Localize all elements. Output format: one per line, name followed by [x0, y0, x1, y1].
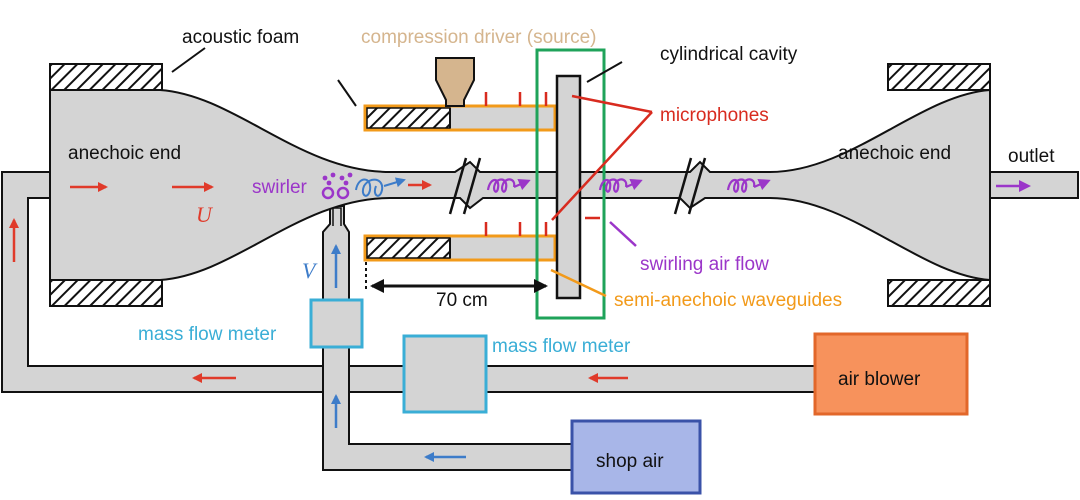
cavity-highlight-box [535, 48, 606, 320]
acoustic-foam-top-right [887, 63, 991, 91]
label-compression-driver: compression driver (source) [361, 27, 596, 48]
label-outlet: outlet [1008, 146, 1055, 167]
acoustic-foam-top-left [49, 63, 163, 91]
leader-lines-black [171, 47, 623, 107]
leader-lines-mic [551, 94, 653, 221]
flow-arrows-red [9, 180, 628, 383]
acoustic-foam-bottom-right [887, 279, 991, 307]
label-mass-flow-meter-right: mass flow meter [492, 336, 631, 357]
acoustic-foam-bottom-left [49, 279, 163, 307]
label-cylindrical-cavity: cylindrical cavity [660, 44, 798, 65]
label-u: U [196, 202, 214, 227]
waveguide-bottom [363, 234, 557, 262]
microphone-ticks [484, 92, 600, 236]
waveguide-top [363, 104, 557, 132]
label-swirling-air-flow: swirling air flow [640, 254, 769, 275]
mass-flow-meter-left-box [309, 298, 364, 349]
flow-arrows-blue [331, 244, 466, 462]
label-mass-flow-meter-left: mass flow meter [138, 324, 277, 345]
label-acoustic-foam: acoustic foam [182, 27, 299, 48]
label-semi-anechoic-waveguides: semi-anechoic waveguides [614, 290, 842, 311]
swirl-helices [486, 178, 771, 193]
label-swirler: swirler [252, 177, 308, 198]
label-distance: 70 cm [436, 290, 488, 311]
label-microphones: microphones [660, 105, 769, 126]
shop-air-box [570, 419, 702, 495]
injector-fork [332, 207, 342, 226]
mass-flow-meter-right-box [402, 334, 488, 414]
label-v: V [302, 258, 318, 283]
label-air-blower: air blower [838, 369, 921, 390]
duct-break-right [673, 157, 707, 215]
swirler-element [321, 172, 406, 200]
label-anechoic-end-left: anechoic end [68, 143, 181, 164]
label-shop-air: shop air [596, 451, 664, 472]
label-anechoic-end-right: anechoic end [838, 143, 951, 164]
leader-lines-other [550, 221, 637, 298]
duct-break-left [448, 157, 482, 215]
cylindrical-cavity [555, 74, 582, 300]
compression-driver [435, 57, 475, 107]
air-blower-box [813, 332, 969, 416]
